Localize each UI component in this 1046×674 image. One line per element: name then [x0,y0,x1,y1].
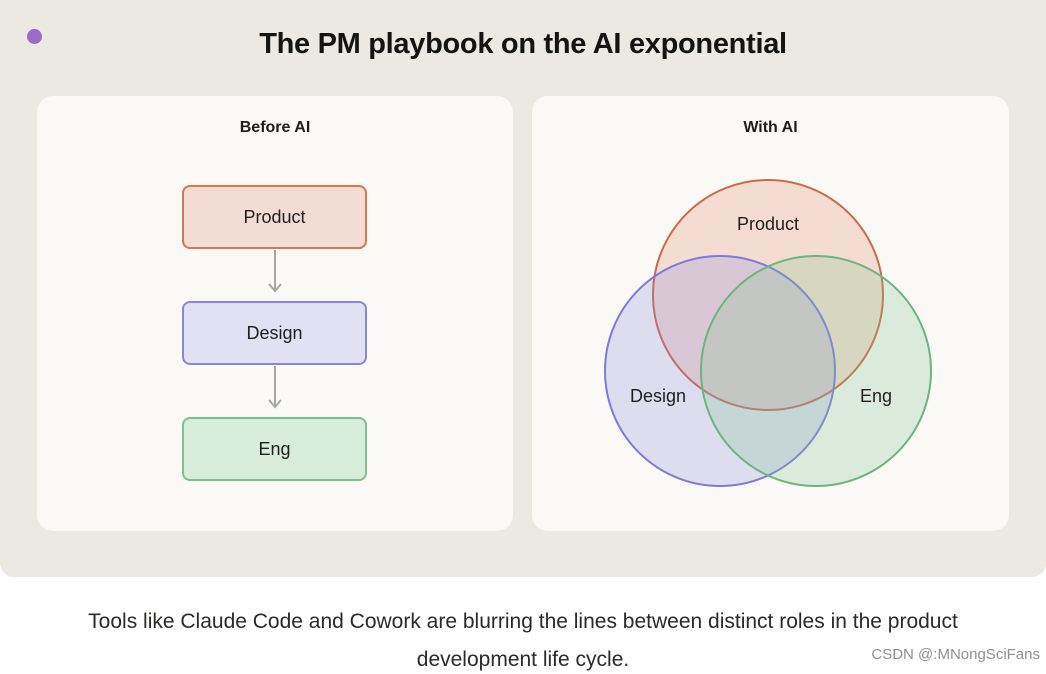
figure-card: The PM playbook on the AI exponential Be… [0,0,1046,577]
before-ai-panel: Before AI Product Design Eng [37,96,513,531]
before-step-eng: Eng [182,417,367,481]
caption: Tools like Claude Code and Cowork are bl… [0,603,1046,674]
venn-label-eng: Eng [860,386,892,406]
venn-circle-design [604,255,836,487]
figure-title: The PM playbook on the AI exponential [259,28,787,60]
watermark: CSDN @:MNongSciFans [871,646,1040,663]
with-ai-panel: With AI Product Design Eng [532,96,1009,531]
venn-circle-eng [700,255,932,487]
caption-line-1: Tools like Claude Code and Cowork are bl… [88,610,958,633]
arrow-down-icon [268,366,282,409]
before-step-design: Design [182,301,367,365]
before-ai-title: Before AI [239,119,311,136]
arrow-down-icon [268,250,282,293]
with-ai-title: With AI [743,119,798,136]
accent-dot-icon [27,29,42,44]
venn-circle-product [652,179,884,411]
venn-label-product: Product [737,214,799,234]
caption-line-2: development life cycle. [416,648,630,671]
venn-label-design: Design [630,386,686,406]
venn-diagram: Product Design Eng [604,179,932,487]
before-step-product: Product [182,185,367,249]
